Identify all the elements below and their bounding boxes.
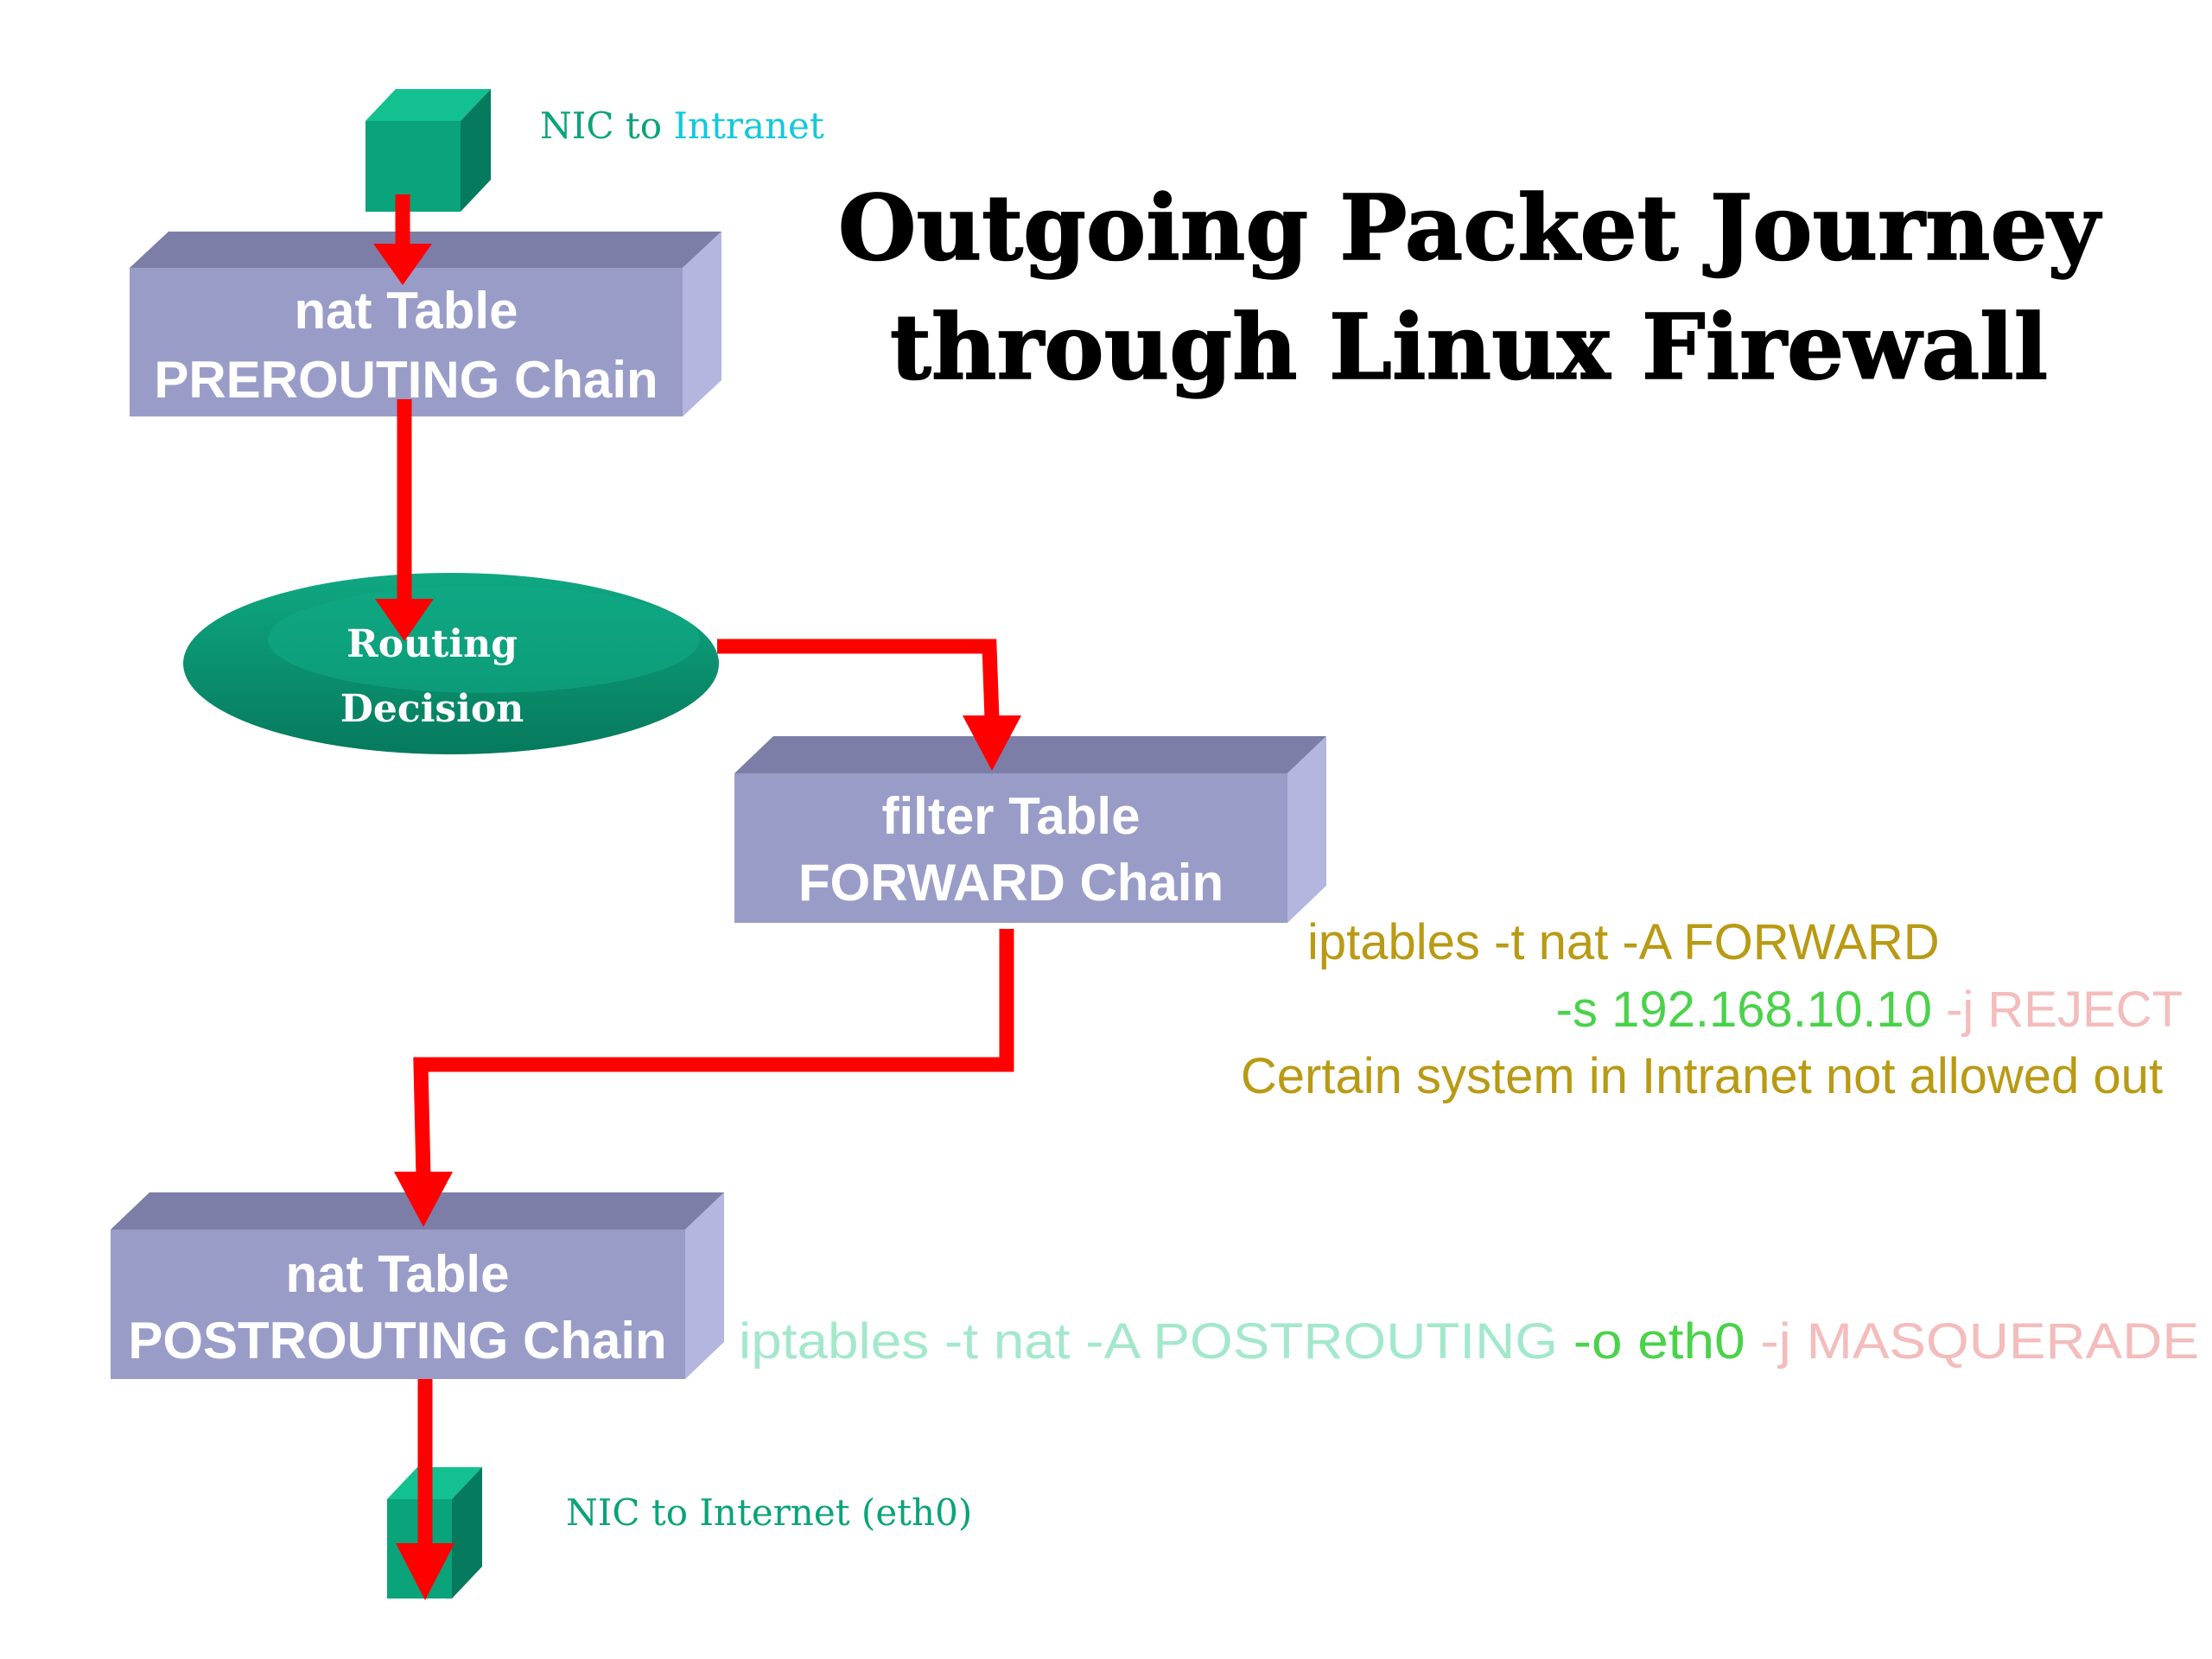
routing-decision-ellipse: Routing Decision: [183, 573, 719, 754]
forward-table-label: filter Table: [882, 787, 1141, 845]
title-line-2: through Linux Firewall: [890, 294, 2048, 400]
postrouting-rule-base: iptables -t nat -A POSTROUTING: [739, 1313, 1558, 1370]
forward-rule-jump: -j REJECT: [1946, 982, 2183, 1038]
forward-rule-command: iptables -t nat -A FORWARD: [1307, 914, 1940, 970]
nic-intranet-label: NIC to Intranet: [540, 105, 824, 147]
routing-label: Routing: [346, 622, 518, 666]
postrouting-rule: iptables -t nat -A POSTROUTING -o eth0 -…: [739, 1313, 2199, 1370]
arrow-routing-to-forward: [717, 639, 1000, 720]
diagram-title: Outgoing Packet Journey through Linux Fi…: [837, 174, 2102, 401]
forward-box: filter Table FORWARD Chain: [734, 736, 1326, 923]
forward-rule-note: Certain system in Intranet not allowed o…: [1241, 1048, 2163, 1104]
arrow-forward-to-postrouting: [413, 929, 1014, 1178]
flow-arrows: [395, 194, 1014, 1548]
postrouting-table-label: nat Table: [286, 1245, 510, 1303]
nic-intranet-prefix: NIC to: [540, 105, 673, 147]
postrouting-box: nat Table POSTROUTING Chain: [111, 1192, 724, 1379]
decision-label: Decision: [340, 687, 524, 731]
nic-intranet-target: Intranet: [673, 105, 824, 147]
postrouting-rule-jump: -j MASQUERADE: [1760, 1313, 2199, 1370]
title-line-1: Outgoing Packet Journey: [838, 175, 2102, 281]
postrouting-chain-label: POSTROUTING Chain: [128, 1312, 666, 1370]
prerouting-table-label: nat Table: [295, 282, 518, 340]
forward-chain-label: FORWARD Chain: [798, 854, 1224, 912]
forward-rule-args: -s 192.168.10.10 -j REJECT: [1556, 982, 2183, 1038]
prerouting-chain-label: PREROUTING Chain: [154, 351, 658, 409]
nic-internet-label: NIC to Internet (eth0): [566, 1491, 972, 1534]
prerouting-box: nat Table PREROUTING Chain: [130, 232, 721, 416]
postrouting-rule-out: -o eth0: [1573, 1313, 1745, 1370]
forward-rule-source: -s 192.168.10.10: [1556, 982, 1932, 1038]
arrow-heads: [373, 244, 1021, 1600]
nic-intranet-cube: [365, 89, 491, 212]
